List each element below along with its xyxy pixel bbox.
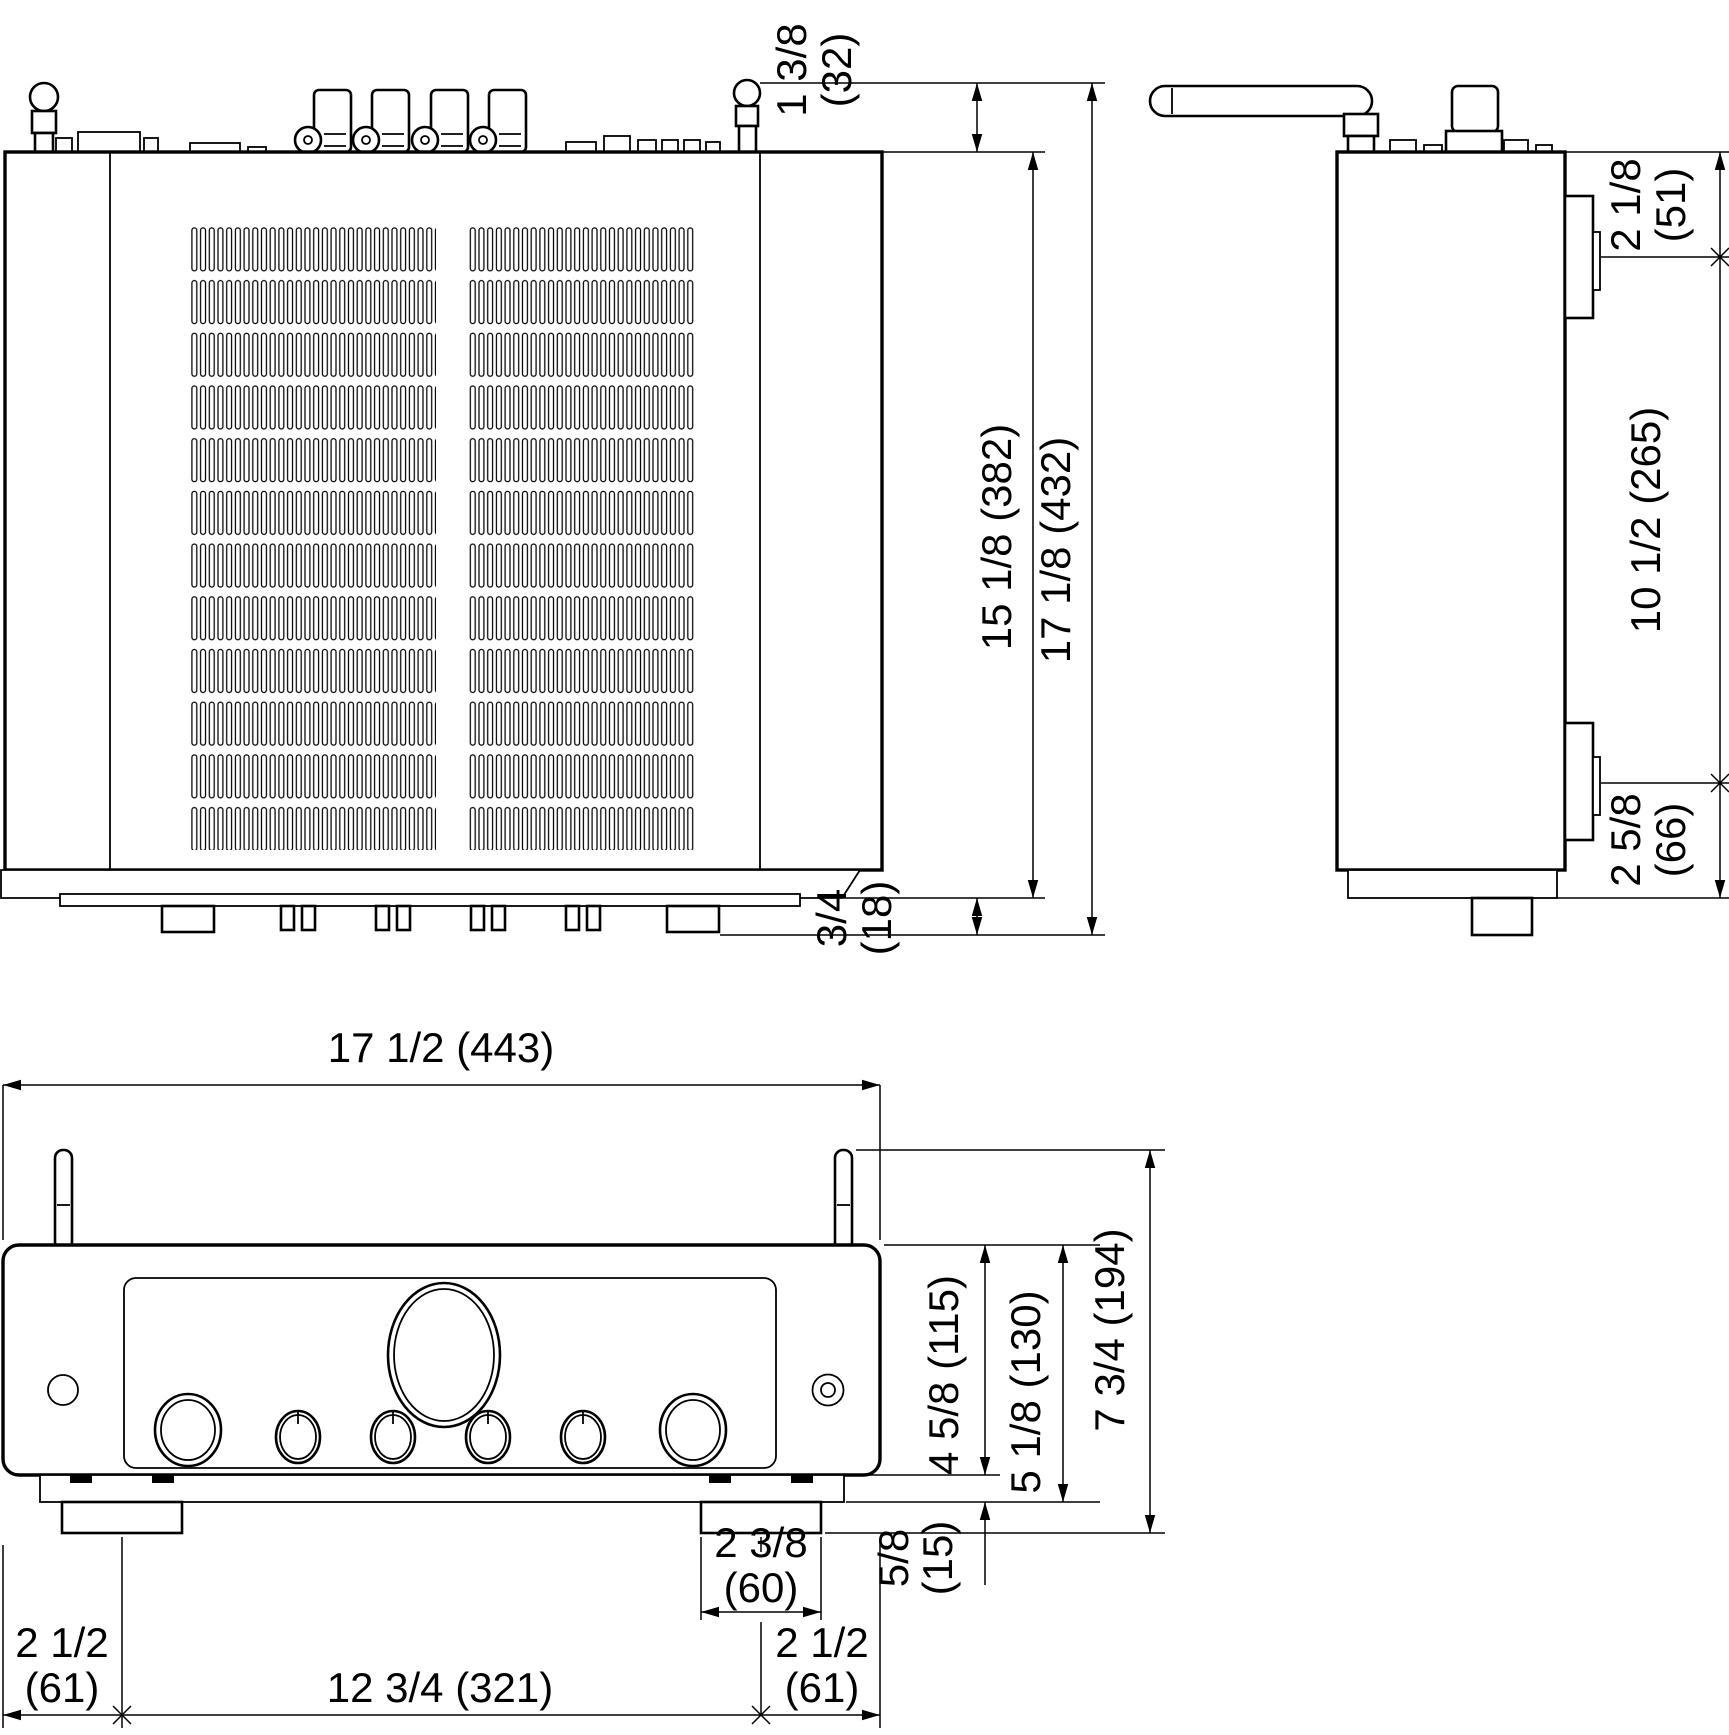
dim-front-knob-depth-in: 3/4 [808, 889, 855, 947]
dim-rear-post-height-mm: (32) [813, 33, 860, 108]
dim-foot-width-mm: (60) [724, 1564, 799, 1611]
dim-front-knob-depth-mm: (18) [853, 881, 900, 956]
dim-right-foot-offset-mm: (61) [785, 1664, 860, 1711]
dim-side-front-in: 2 5/8 [1602, 793, 1649, 886]
dim-foot-height-in: 5/8 [870, 1529, 917, 1587]
chain-tick [1710, 247, 1729, 267]
dim-total-height: 7 3/4 (194) [1086, 1228, 1133, 1431]
chain-tick [1710, 773, 1729, 793]
dim-left-foot-offset-mm: (61) [25, 1664, 100, 1711]
dim-panel-height: 4 5/8 (115) [920, 1275, 967, 1475]
headphone-jack [811, 1373, 845, 1407]
foot-mount-nub [709, 1475, 731, 1483]
front-foot-left [60, 1500, 184, 1535]
side-bracket-upper [1563, 194, 1601, 320]
dim-side-rear-in: 2 1/8 [1602, 158, 1649, 251]
vent-grille-right [468, 227, 695, 850]
dim-side-front-mm: (66) [1647, 803, 1694, 878]
binding-post-side [1444, 84, 1504, 154]
side-base-plate [1347, 869, 1558, 899]
input-knob-left [153, 1392, 223, 1468]
front-knobs-seen-from-top [160, 904, 721, 934]
chain-tick [112, 1705, 132, 1725]
wifi-antenna-folded [1148, 84, 1380, 154]
side-rear-bumps [1389, 139, 1553, 153]
dim-side-rear-mm: (51) [1647, 168, 1694, 243]
dim-total-depth: 17 1/8 (432) [1032, 437, 1079, 664]
dim-side-mid: 10 1/2 (265) [1622, 407, 1669, 634]
top-view-dimensions: 1 3/8 (32) 15 1/8 (382) 17 1/8 (432) 3/4… [720, 23, 1105, 955]
front-foot-right [699, 1500, 823, 1535]
front-view-dimensions: 17 1/2 (443) 4 5/8 (115) 5 1/8 (130) 7 3… [2, 1024, 1165, 1728]
chain-tick [751, 1705, 771, 1725]
dim-total-width: 17 1/2 (443) [328, 1024, 555, 1071]
front-antenna-right [833, 1148, 854, 1252]
speaker-binding-posts [293, 88, 528, 155]
dim-left-foot-offset-in: 2 1/2 [15, 1619, 108, 1666]
dim-foot-height-mm: (15) [914, 1521, 961, 1596]
foot-mount-nub [70, 1475, 92, 1483]
foot-mount-nub [152, 1475, 174, 1483]
volume-knob [386, 1281, 502, 1429]
wifi-antenna-top-right [732, 78, 762, 154]
dim-rear-post-height-in: 1 3/8 [768, 23, 815, 116]
rear-connector-bumps-right [565, 135, 721, 153]
input-knob-right [658, 1392, 728, 1468]
power-button [47, 1374, 79, 1406]
side-bracket-lower [1563, 721, 1601, 842]
small-knob-4 [559, 1409, 607, 1465]
front-lip [59, 893, 801, 907]
dim-feet-span: 12 3/4 (321) [327, 1664, 554, 1711]
dim-foot-width-in: 2 3/8 [714, 1519, 807, 1566]
top-chassis-outline [3, 150, 884, 872]
small-knob-2 [369, 1409, 417, 1465]
side-foot [1470, 896, 1534, 937]
dim-right-foot-offset-in: 2 1/2 [775, 1619, 868, 1666]
dim-body-depth: 15 1/8 (382) [973, 424, 1020, 651]
foot-mount-nub [791, 1475, 813, 1483]
top-view: 1 3/8 (32) 15 1/8 (382) 17 1/8 (432) 3/4… [0, 23, 1105, 955]
wifi-antenna-top-left [28, 81, 60, 157]
side-chassis-outline [1335, 150, 1567, 872]
small-knob-1 [274, 1409, 322, 1465]
front-view: 17 1/2 (443) 4 5/8 (115) 5 1/8 (130) 7 3… [1, 1024, 1165, 1728]
small-knob-3 [464, 1409, 512, 1465]
side-view-dimensions: 2 1/8 (51) 10 1/2 (265) 2 5/8 (66) [1557, 151, 1729, 899]
vent-grille-left [190, 227, 436, 850]
rear-connector-bumps-left [55, 131, 267, 153]
dim-body-height: 5 1/8 (130) [1002, 1290, 1049, 1493]
front-panel-recess [123, 1277, 777, 1469]
front-antenna-left [53, 1148, 74, 1252]
side-view: 2 1/8 (51) 10 1/2 (265) 2 5/8 (66) [1148, 84, 1729, 937]
